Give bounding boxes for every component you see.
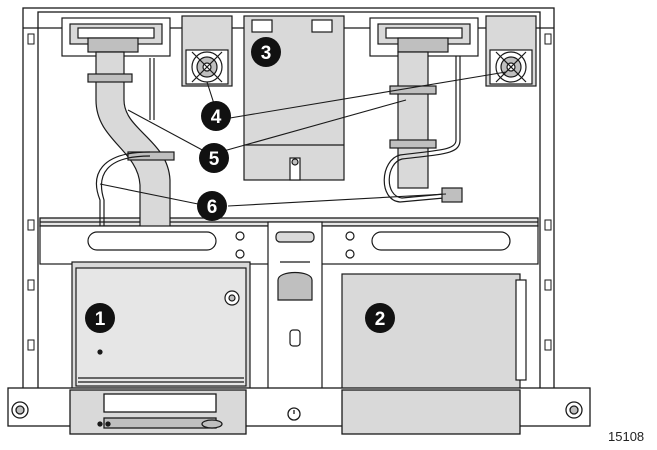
leader-lines bbox=[99, 71, 507, 207]
callout-3: 3 bbox=[251, 37, 281, 67]
callout-4: 4 bbox=[201, 101, 231, 131]
callout-6: 6 bbox=[197, 191, 227, 221]
right-fan bbox=[485, 15, 537, 87]
callout-3-label: 3 bbox=[261, 43, 272, 64]
callout-2-label: 2 bbox=[375, 309, 386, 330]
callout-5-label: 5 bbox=[209, 149, 220, 170]
callout-2: 2 bbox=[365, 303, 395, 333]
leader-5-right-cable bbox=[219, 99, 407, 153]
right-ribbon-cable bbox=[389, 51, 437, 189]
leader-6-left-cable bbox=[99, 183, 199, 205]
left-fan bbox=[181, 15, 233, 87]
callout-5: 5 bbox=[199, 143, 229, 173]
leader-6-right-cable bbox=[227, 193, 447, 207]
side-rail-holes bbox=[27, 33, 552, 351]
leader-4-right-fan bbox=[229, 71, 507, 119]
figure-id: 15108 bbox=[608, 429, 645, 444]
right-loop-cable bbox=[383, 56, 463, 203]
callout-1-label: 1 bbox=[95, 309, 106, 330]
right-backplane-connector bbox=[369, 17, 479, 57]
front-bezel bbox=[7, 387, 591, 435]
left-loop-cable bbox=[96, 58, 155, 260]
left-backplane-connector bbox=[61, 17, 171, 57]
center-bracket bbox=[267, 221, 323, 391]
drive-1 bbox=[71, 261, 251, 393]
drive-2 bbox=[341, 273, 527, 393]
callout-6-label: 6 bbox=[207, 197, 218, 218]
callout-1: 1 bbox=[85, 303, 115, 333]
callout-4-label: 4 bbox=[211, 107, 222, 128]
leader-5-left-cable bbox=[127, 109, 207, 153]
